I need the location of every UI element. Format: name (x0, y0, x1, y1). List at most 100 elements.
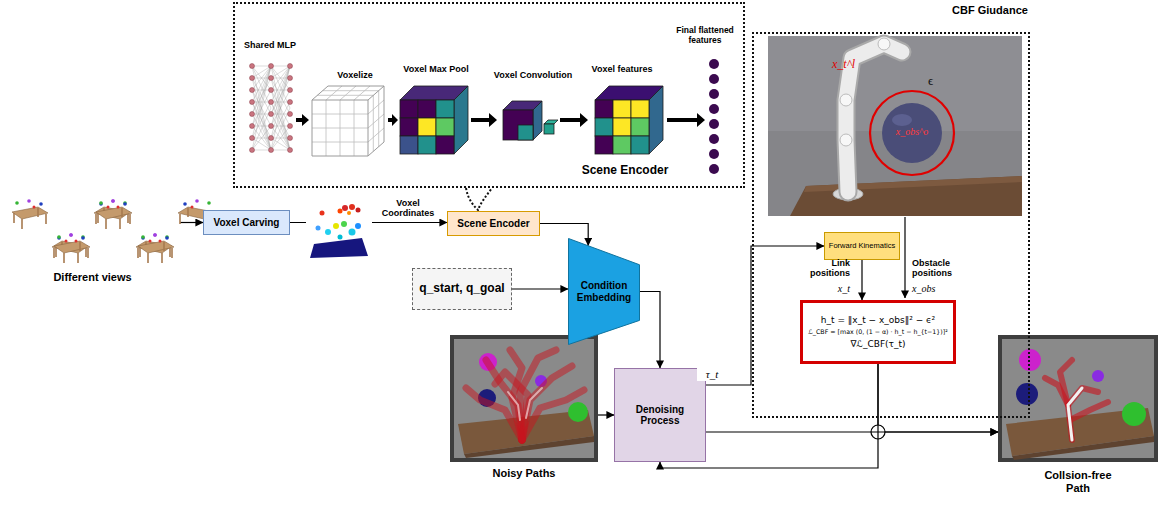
connector-arrow (180, 222, 203, 223)
feature-vector-part (709, 149, 719, 159)
block-arrows (296, 113, 705, 127)
equation-box: h_t = ‖x_t − x_obs‖² − ϵ²ℒ_CBF = [max (0… (800, 300, 956, 364)
callout-bubble (466, 188, 492, 210)
view-images-part (12, 199, 48, 229)
node-text: ℒ_CBF = [max (0, (1 − α) · h_t − h_{t−1}… (808, 328, 948, 335)
collision-free-image-part-part (1060, 360, 1072, 405)
collision-free-image-part (1019, 349, 1041, 371)
shared-mlp-part-part (288, 64, 293, 69)
shared-mlp-part-part (288, 88, 293, 93)
shared-mlp-part-part (288, 76, 293, 81)
block-arrows-part (471, 113, 497, 127)
robot-scene-part (892, 114, 912, 126)
annotation-label: x_obs (912, 283, 952, 295)
collision-free-image-part (1012, 436, 1154, 460)
feature-vector-part (709, 104, 719, 114)
collision-free-image-part (1092, 370, 1104, 382)
convolution-cube-part (518, 125, 533, 140)
process-box: Voxel Carving (203, 210, 290, 235)
robot-scene (768, 36, 1022, 216)
voxel-image-part (320, 211, 325, 216)
convolution-cube-part (544, 120, 558, 124)
collision-free-image-part (998, 335, 1158, 462)
shared-mlp-part-part (269, 100, 274, 105)
node-heading: Noisy Paths (450, 467, 598, 480)
voxel-image-part (342, 205, 348, 211)
annotation-label: x_obs^o (884, 126, 940, 138)
robot-scene-part (790, 176, 1022, 216)
collision-free-image-part-part (1068, 388, 1098, 405)
shared-mlp-part-part (250, 148, 255, 153)
trapezoid-block: Condition Embedding (568, 238, 640, 345)
feature-cube (595, 86, 663, 154)
annotation-label: Obstacle positions (912, 258, 970, 279)
image-panel: Different views (5, 195, 180, 290)
voxel-image-part (349, 229, 356, 236)
annotation-label: Voxel Convolution (485, 70, 581, 80)
voxel-image-part (349, 204, 355, 210)
shared-mlp-part-part (250, 124, 255, 129)
block-arrows-part (388, 114, 398, 126)
node-heading: Scene Encoder (565, 164, 685, 178)
max-pool-cube-part (436, 118, 454, 136)
block-arrows-part (667, 113, 705, 127)
node-text: Condition Embedding (568, 280, 640, 303)
shared-mlp-part-part (269, 124, 274, 129)
noisy-path-image (450, 335, 598, 462)
shared-mlp-part-part (250, 112, 255, 117)
voxel-image-part (356, 208, 361, 213)
robot-scene-part (870, 91, 954, 175)
max-pool-cube (400, 86, 468, 154)
sum-junction-part (871, 425, 885, 439)
image-panel: Collsion-free Path (998, 335, 1158, 507)
cbf-guidance-panel: CBF GiudanceForward Kinematicsh_t = ‖x_t… (752, 32, 1030, 418)
process-box: Denoising Process (614, 368, 706, 462)
node-heading: CBF Giudance (952, 4, 1028, 17)
max-pool-cube-part (436, 100, 454, 118)
view-images-part (54, 233, 90, 263)
voxel-image-part (333, 223, 339, 229)
shared-mlp-part-part (288, 124, 293, 129)
feature-vector-part (709, 74, 719, 84)
voxel-grid-part (312, 100, 368, 156)
connector-arrow (540, 224, 588, 246)
sum-junction (871, 425, 885, 439)
node-text: Forward Kinematics (829, 242, 895, 251)
robot-scene-part (878, 38, 890, 50)
shared-mlp (250, 64, 293, 153)
shared-mlp-part-part (269, 136, 274, 141)
convolution-cube-part (544, 124, 554, 134)
voxel-grid-part (312, 86, 384, 156)
collision-free-image-part-part (1070, 402, 1108, 420)
max-pool-cube-part (400, 118, 418, 136)
annotation-label: Link positions (798, 258, 850, 279)
edge-label: τ_t (697, 368, 727, 381)
noisy-path-image-part (464, 436, 594, 458)
node-heading: Different views (5, 271, 180, 284)
connector-arrow (878, 364, 998, 432)
encoder-detail-panel: Scene Encoder (233, 2, 745, 188)
voxel-grid-part (368, 91, 384, 152)
max-pool-cube-part (418, 100, 436, 118)
voxel-image-part (347, 211, 351, 215)
shared-mlp-part-part (269, 112, 274, 117)
max-pool-cube-part (418, 118, 436, 136)
annotation-label: Shared MLP (240, 40, 300, 50)
voxel-grid-part (317, 86, 378, 100)
shared-mlp-part-part (250, 76, 255, 81)
feature-vector-part (709, 59, 719, 69)
feature-cube-part (595, 136, 613, 154)
shared-mlp-part-part (288, 100, 293, 105)
connector-arrow (640, 292, 660, 369)
noisy-path-image-part-part (508, 392, 520, 420)
robot-scene-part (768, 36, 1022, 216)
feature-vector-part (709, 134, 719, 144)
noisy-path-image-part (568, 402, 588, 422)
block-arrows-part (560, 113, 588, 127)
view-images-part (96, 199, 132, 229)
connector-arrow (861, 260, 862, 300)
annotation-label: x_t^l (832, 58, 872, 72)
robot-scene-part (882, 103, 942, 163)
collision-free-image-part (1122, 402, 1146, 426)
